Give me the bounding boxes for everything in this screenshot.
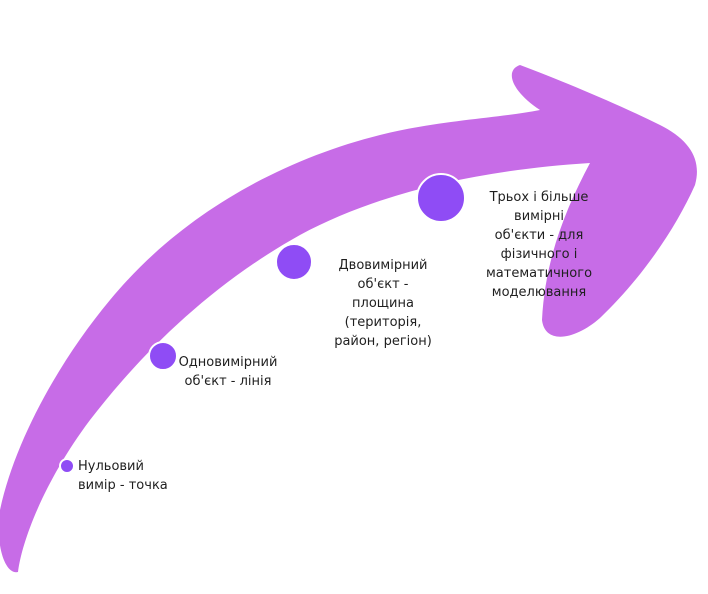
stage-label-line: Одновимірний об'єкт - лінія <box>178 355 278 389</box>
stage-node-2 <box>275 243 313 281</box>
stage-label-point: Нульовий вимір - точка <box>78 459 168 493</box>
arrow-shape <box>0 65 697 573</box>
stage-node-1 <box>148 341 178 371</box>
stage-node-0 <box>59 458 75 474</box>
stage-label-volume: Трьох і більше вимірні об'єкти - для фіз… <box>485 190 593 300</box>
stage-label-plane: Двовимірний об'єкт - площина (територія,… <box>334 258 432 349</box>
stage-node-3 <box>416 173 466 223</box>
